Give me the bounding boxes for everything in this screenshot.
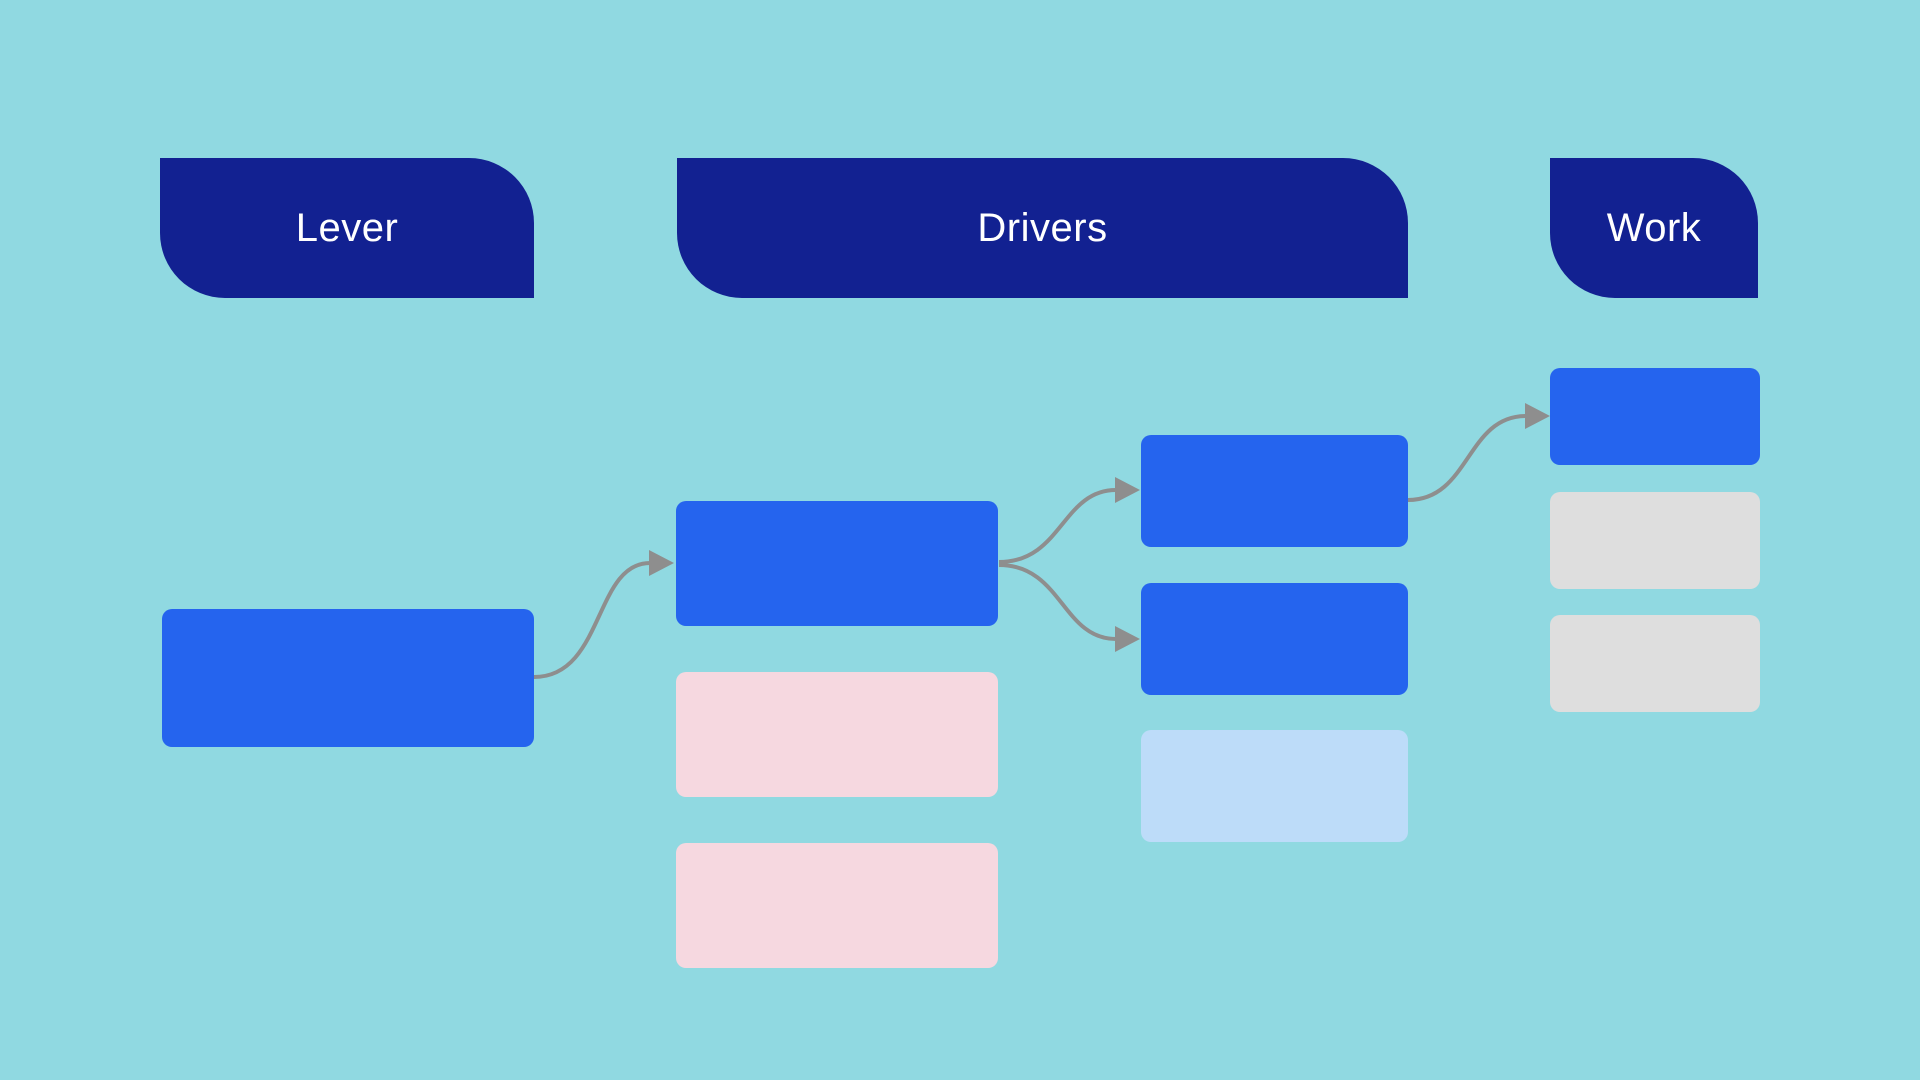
column-header-work-label: Work <box>1606 205 1702 250</box>
subdriver-node-muted <box>1141 730 1408 842</box>
subdriver-node-active-2 <box>1141 583 1408 695</box>
work-node-inactive-1 <box>1550 492 1760 589</box>
column-header-drivers-label: Drivers <box>977 205 1108 250</box>
column-header-drivers: Drivers <box>677 158 1408 298</box>
arrow-driver-to-subdriver-1 <box>998 477 1140 564</box>
column-header-lever: Lever <box>160 158 534 298</box>
arrow-lever-to-driver <box>533 550 674 679</box>
driver-node-inactive-2 <box>676 843 998 968</box>
work-node-inactive-2 <box>1550 615 1760 712</box>
column-header-work: Work <box>1550 158 1758 298</box>
subdriver-node-active-1 <box>1141 435 1408 547</box>
arrow-driver-to-subdriver-2 <box>998 563 1140 652</box>
lever-node <box>162 609 534 747</box>
column-header-lever-label: Lever <box>295 205 399 250</box>
work-node-active <box>1550 368 1760 465</box>
arrow-subdriver-to-work <box>1407 403 1550 502</box>
driver-node-active <box>676 501 998 626</box>
driver-node-inactive-1 <box>676 672 998 797</box>
